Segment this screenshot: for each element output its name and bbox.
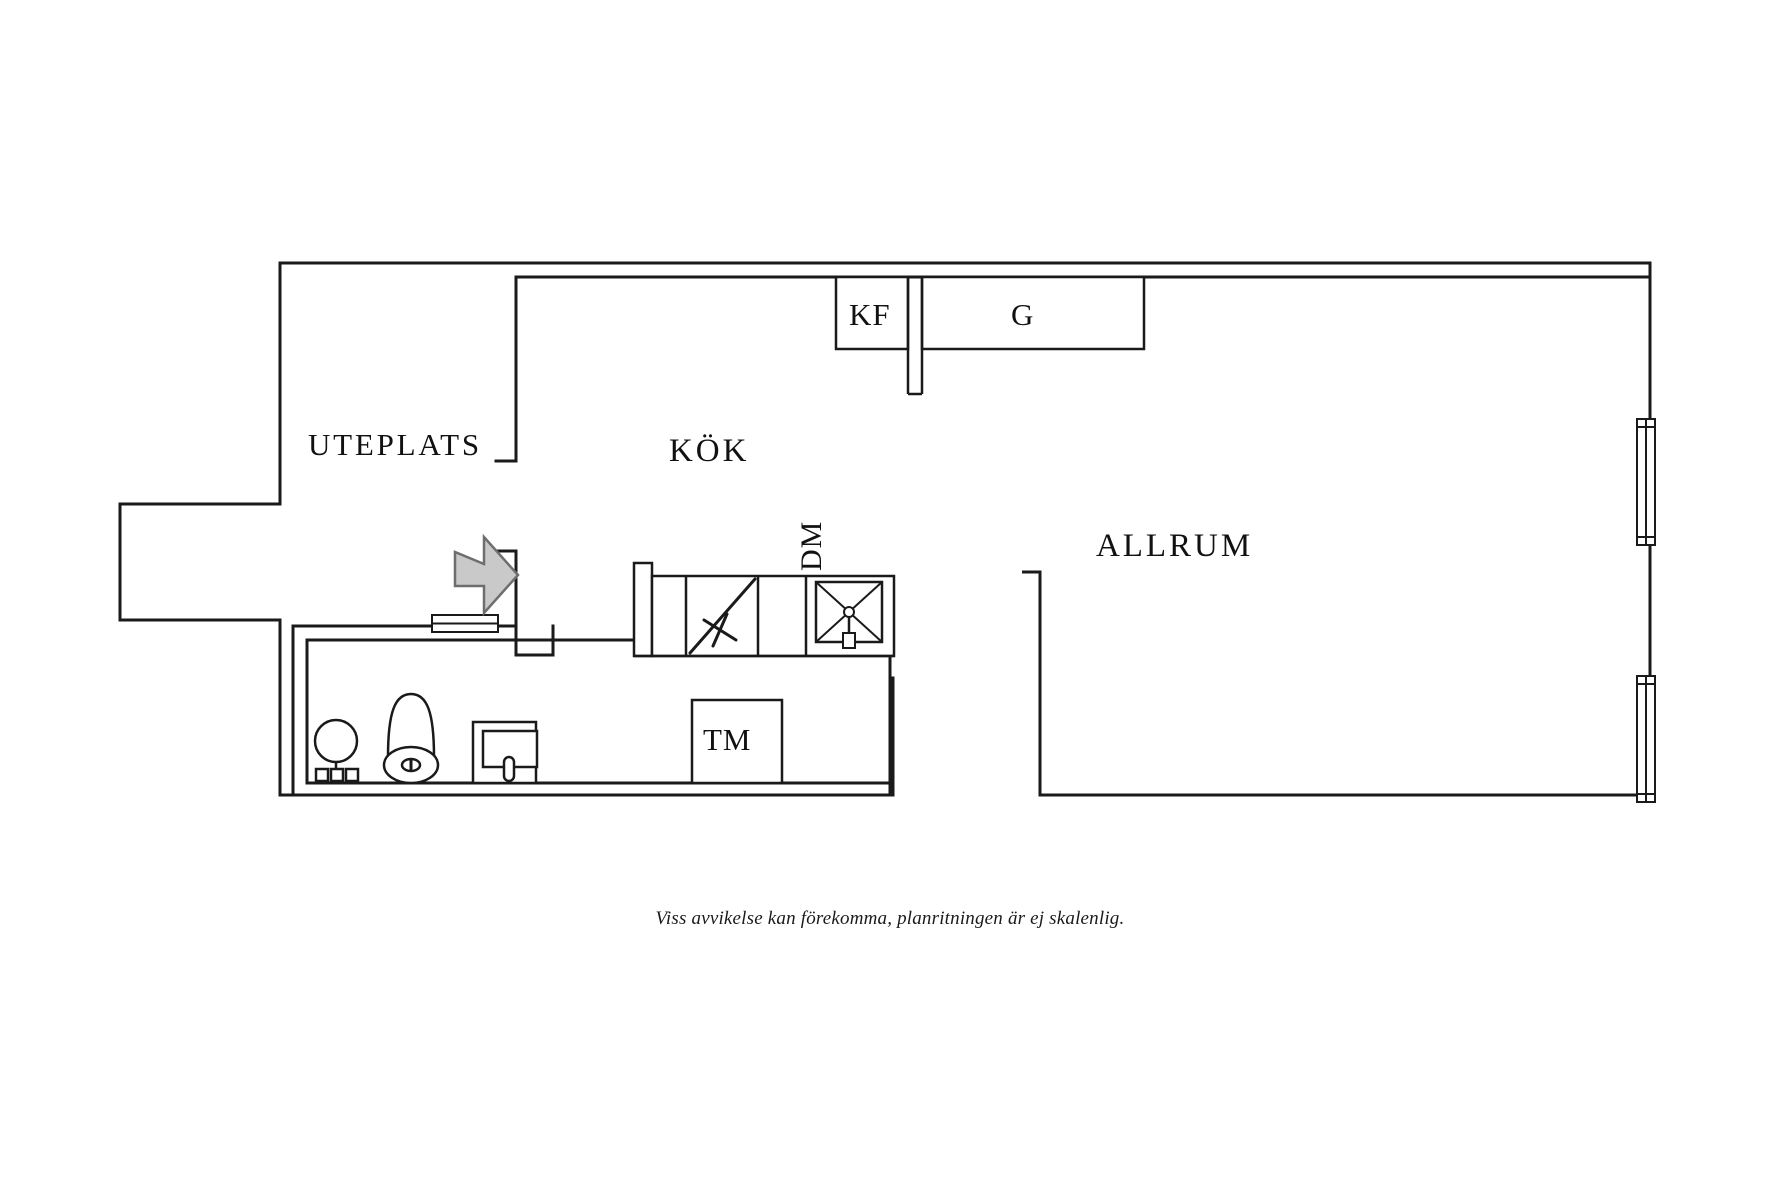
toilet-icon [382,692,440,785]
cooktop-center-knob [843,606,855,618]
cooktop-icon [814,580,884,649]
tm-niche-group [690,698,784,785]
tm-box [690,698,784,785]
cabinet-group-top-stems [906,277,924,396]
appliance-label-tm: TM [703,722,752,757]
floor-drain-foot-right [344,767,360,783]
wall-uteplats-outline [118,261,282,797]
room-label-allrum: ALLRUM [1096,528,1254,564]
floor-drain-foot-mid [329,767,345,783]
kf-cabinet-box [834,275,910,351]
cooktop-foot [842,632,856,649]
appliance-label-kf: KF [849,297,891,332]
room-label-kok: KÖK [669,433,750,469]
room-label-uteplats: UTEPLATS [308,427,482,462]
kitchen-sink-icon [688,577,757,655]
sink-diagonal [688,577,757,655]
kitchen-counter-divisions [634,576,894,658]
floor-drain-foot-left [314,767,330,783]
window-allrum-upper-icon [1636,418,1656,546]
entry-arrow-shape [453,533,520,617]
floor-drain-bowl [313,718,359,764]
footer-disclaimer: Viss avvikelse kan förekomma, planritnin… [655,908,1125,929]
floor-drain-icon [313,718,360,783]
window-bathroom-icon [431,614,499,633]
wall-group-inner [291,275,1652,797]
counter-left-stub [632,561,654,658]
toilet-body [386,692,436,759]
g-cabinet-box [920,275,1146,351]
appliance-label-g: G [1011,297,1035,332]
washbasin-icon [471,720,539,785]
sink-faucet-tick-2 [711,612,729,648]
appliance-label-dm: DM [795,520,828,571]
window-allrum-lower-icon [1636,675,1656,803]
entry-arrow-icon [453,533,520,617]
washbasin-faucet-base [502,755,516,783]
cabinet-group-top [834,275,1146,351]
